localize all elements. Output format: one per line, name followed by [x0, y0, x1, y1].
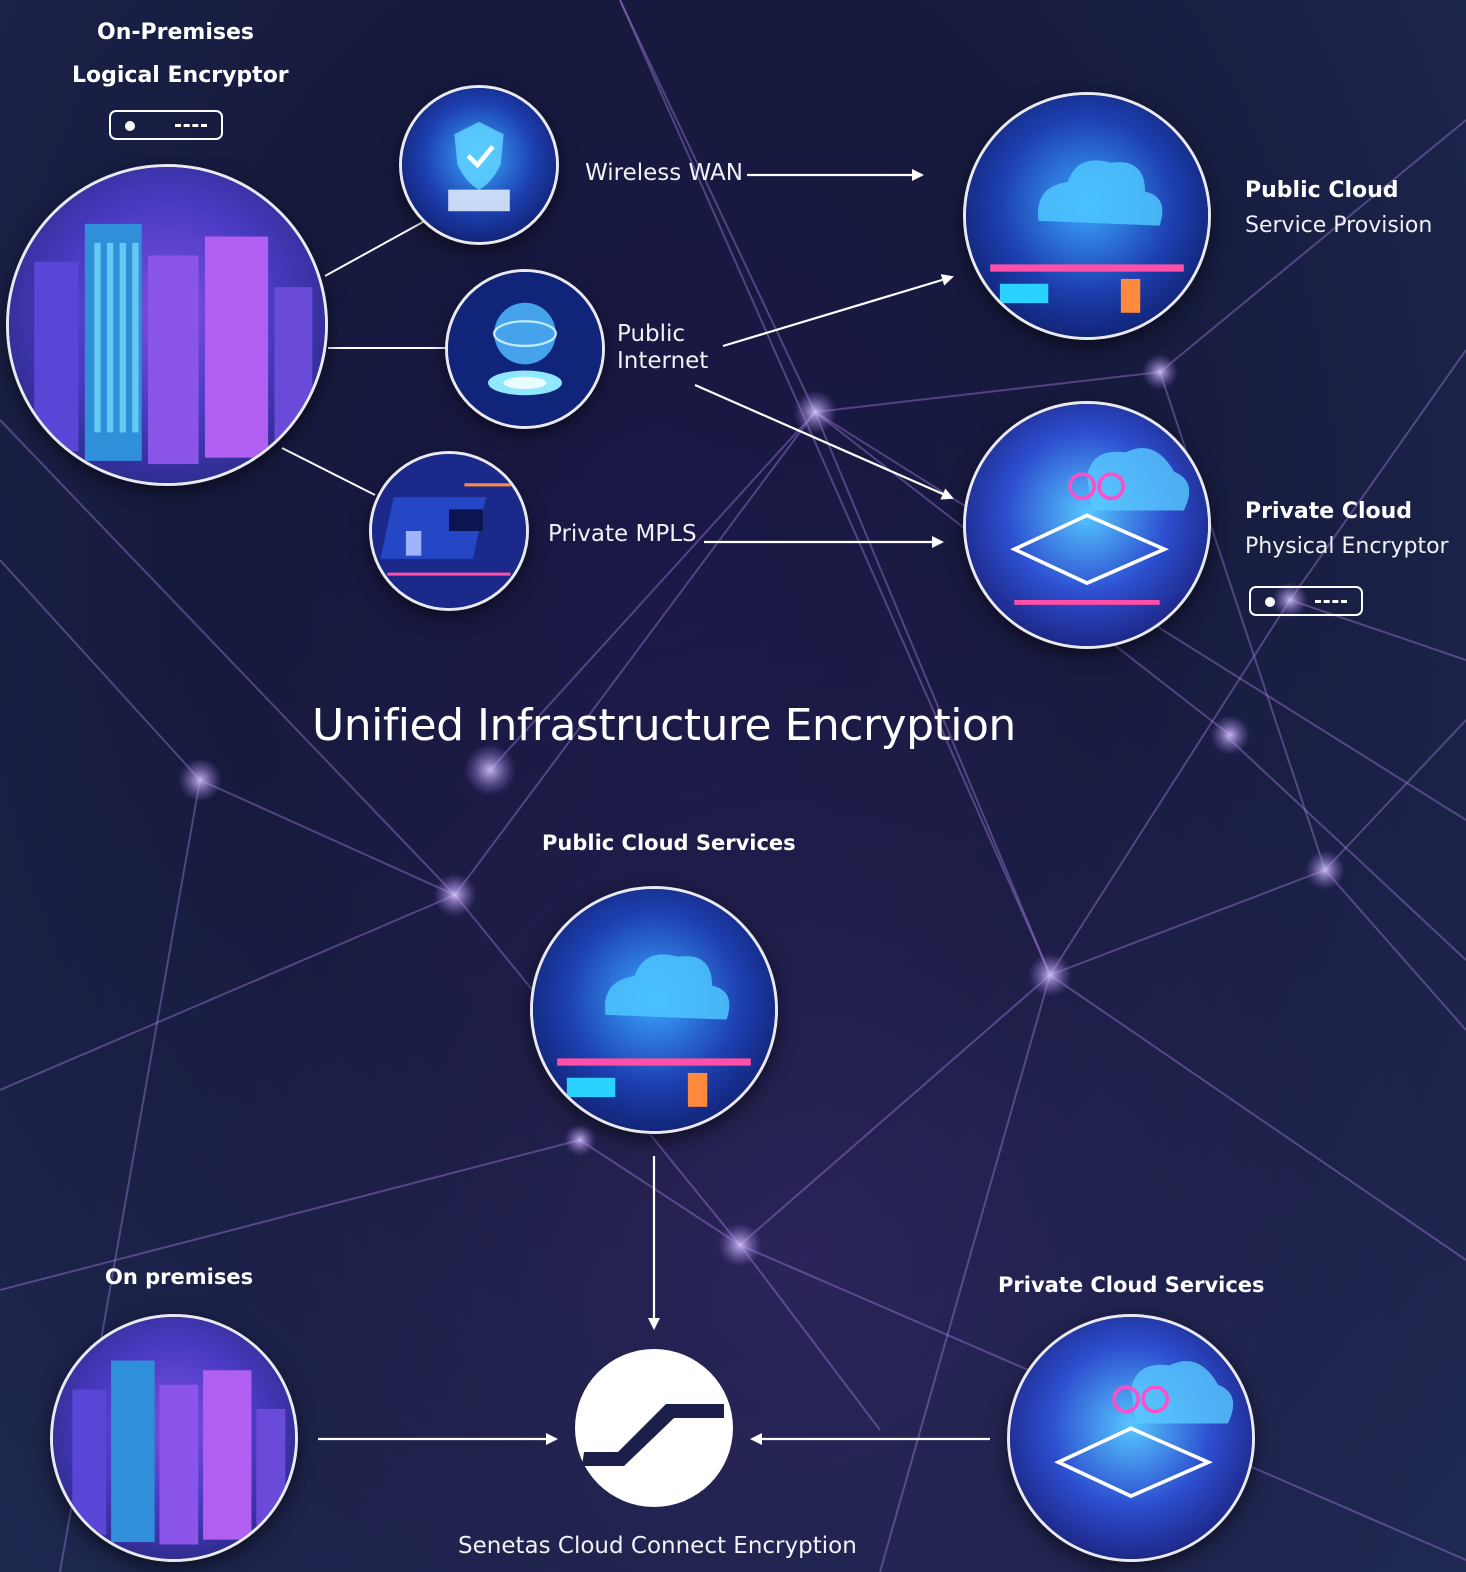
- senetas-cloud-connect-label: Senetas Cloud Connect Encryption: [458, 1533, 857, 1559]
- private-cloud-title: Private Cloud: [1245, 499, 1413, 524]
- public-internet-label-2: Internet: [617, 348, 709, 374]
- on-premises-image: [6, 164, 328, 486]
- on-premises-title: On-Premises: [97, 20, 254, 45]
- wireless-wan-label: Wireless WAN: [585, 160, 743, 186]
- public-cloud-image: [963, 92, 1211, 340]
- private-cloud-subtitle: Physical Encryptor: [1245, 534, 1449, 559]
- private-mpls-label: Private MPLS: [548, 521, 697, 547]
- public-cloud-services-image: [530, 886, 778, 1134]
- public-internet-image: [445, 269, 605, 429]
- private-cloud-services-image: [1007, 1314, 1255, 1562]
- on-premises-bottom-label: On premises: [105, 1265, 254, 1289]
- encryptor-device-icon: [109, 110, 223, 140]
- wireless-wan-image: [399, 85, 559, 245]
- on-premises-bottom-image: [50, 1314, 298, 1562]
- public-cloud-services-label: Public Cloud Services: [542, 831, 796, 855]
- logical-encryptor-title: Logical Encryptor: [72, 63, 289, 88]
- physical-encryptor-device-icon: [1249, 586, 1363, 616]
- senetas-logo-icon: [575, 1349, 733, 1507]
- main-heading: Unified Infrastructure Encryption: [312, 700, 1016, 751]
- private-cloud-services-label: Private Cloud Services: [998, 1273, 1265, 1297]
- private-cloud-image: [963, 401, 1211, 649]
- public-cloud-title: Public Cloud: [1245, 178, 1399, 203]
- public-internet-label-1: Public: [617, 321, 686, 347]
- private-mpls-image: [369, 451, 529, 611]
- public-cloud-subtitle: Service Provision: [1245, 213, 1433, 238]
